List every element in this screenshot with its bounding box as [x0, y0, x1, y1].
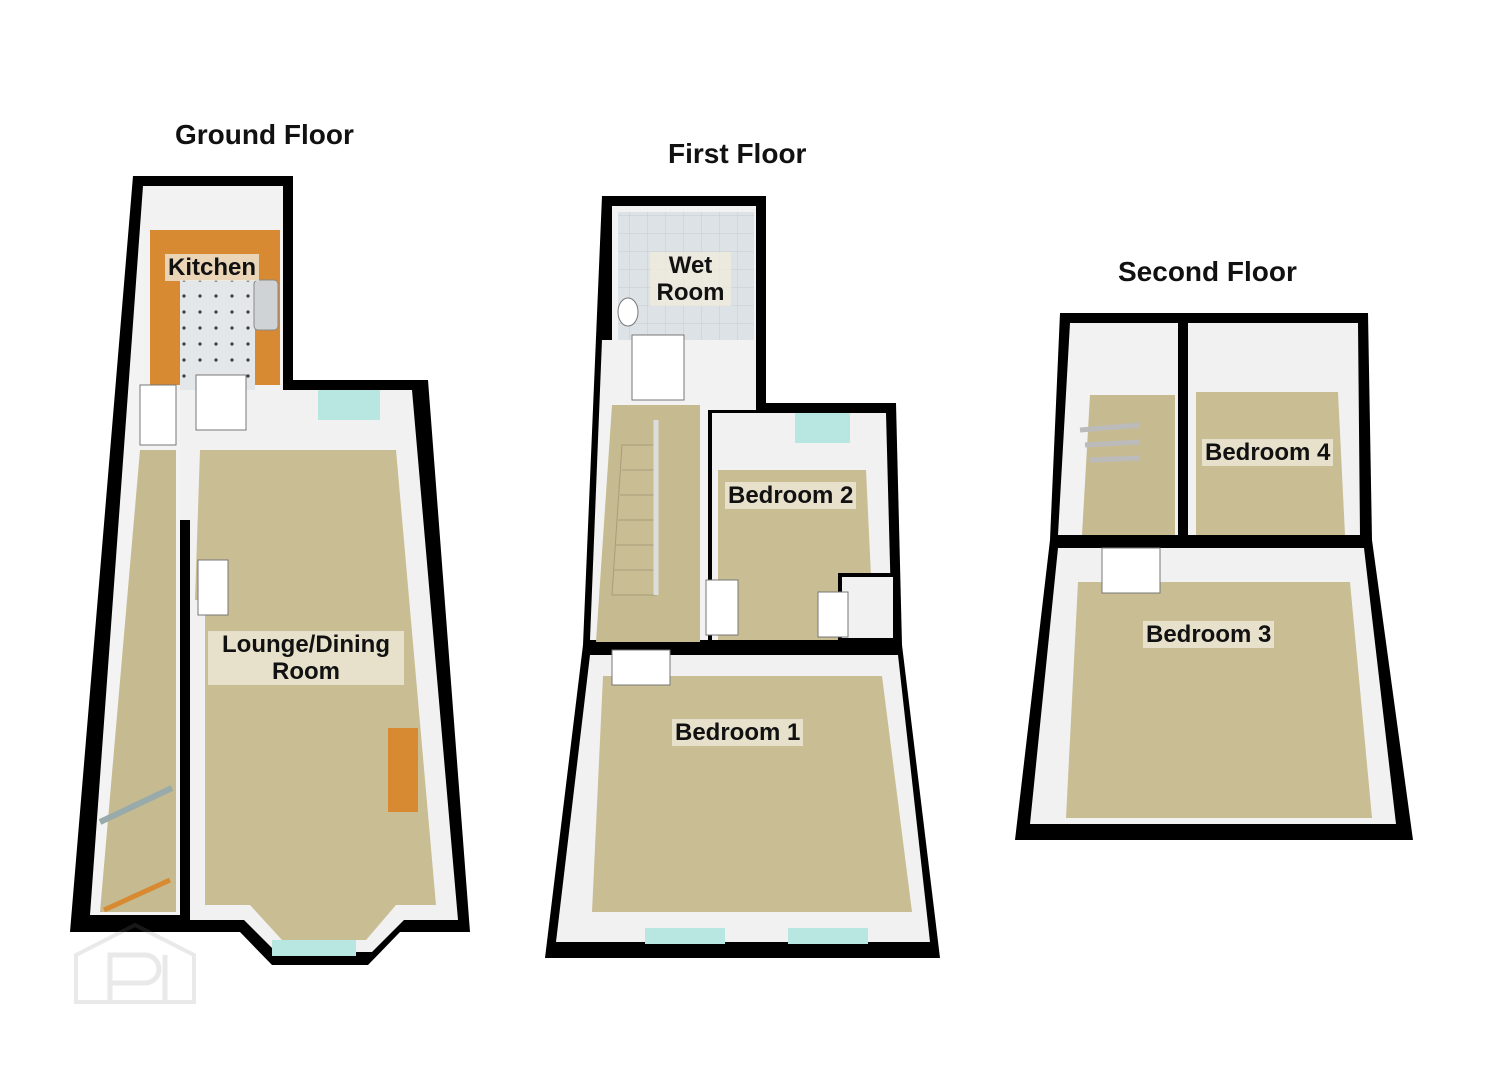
door-icon — [197, 559, 229, 616]
door-icon — [139, 384, 177, 446]
bedroom-1-label: Bedroom 1 — [672, 719, 804, 746]
kitchen-label: Kitchen — [165, 254, 260, 281]
stairs-icon — [1079, 422, 1141, 463]
wet-room-label-line-2: Room — [656, 279, 725, 306]
lounge-bay-window — [272, 940, 356, 956]
bedroom-1-window — [645, 928, 725, 944]
second-floor-plan — [1015, 313, 1413, 840]
second-floor-title: Second Floor — [1118, 256, 1297, 287]
ground-floor-plan — [70, 176, 470, 965]
second-landing-carpet — [1082, 395, 1175, 535]
ground-floor-title: Ground Floor — [175, 119, 354, 150]
door-icon — [1101, 547, 1161, 594]
kitchen-sink-icon — [253, 279, 279, 331]
lounge-label-line-1: Lounge/Dining — [222, 631, 390, 658]
bedroom-2-window — [795, 413, 850, 443]
stairs-icon — [98, 785, 174, 825]
front-door-icon — [102, 877, 172, 913]
bedroom-3-carpet — [1066, 582, 1372, 818]
door-icon — [631, 334, 685, 401]
bedroom-4-label: Bedroom 4 — [1202, 439, 1334, 466]
bedroom-1-window — [788, 928, 868, 944]
bedroom-1-carpet — [592, 676, 912, 912]
lounge-label-line-2: Room — [272, 658, 340, 685]
door-icon — [705, 579, 739, 636]
wet-room-label: Wet Room — [650, 252, 731, 306]
lounge-dining-room-label: Lounge/Dining Room — [208, 631, 404, 685]
fireplace-hearth — [388, 728, 418, 812]
lounge-carpet — [195, 450, 436, 940]
toilet-icon — [617, 297, 639, 327]
first-floor-title: First Floor — [668, 138, 807, 169]
door-icon — [195, 374, 247, 431]
bedroom-2-label: Bedroom 2 — [725, 482, 857, 509]
first-floor-plan — [545, 196, 940, 958]
wet-room-label-line-1: Wet — [668, 252, 713, 279]
door-icon — [817, 591, 849, 638]
door-icon — [611, 649, 671, 686]
house-logo-icon — [74, 922, 196, 1004]
bedroom-2-cupboard — [838, 573, 897, 642]
stairs-icon — [611, 420, 659, 596]
bedroom-3-label: Bedroom 3 — [1143, 621, 1275, 648]
lounge-window-top — [318, 390, 380, 420]
